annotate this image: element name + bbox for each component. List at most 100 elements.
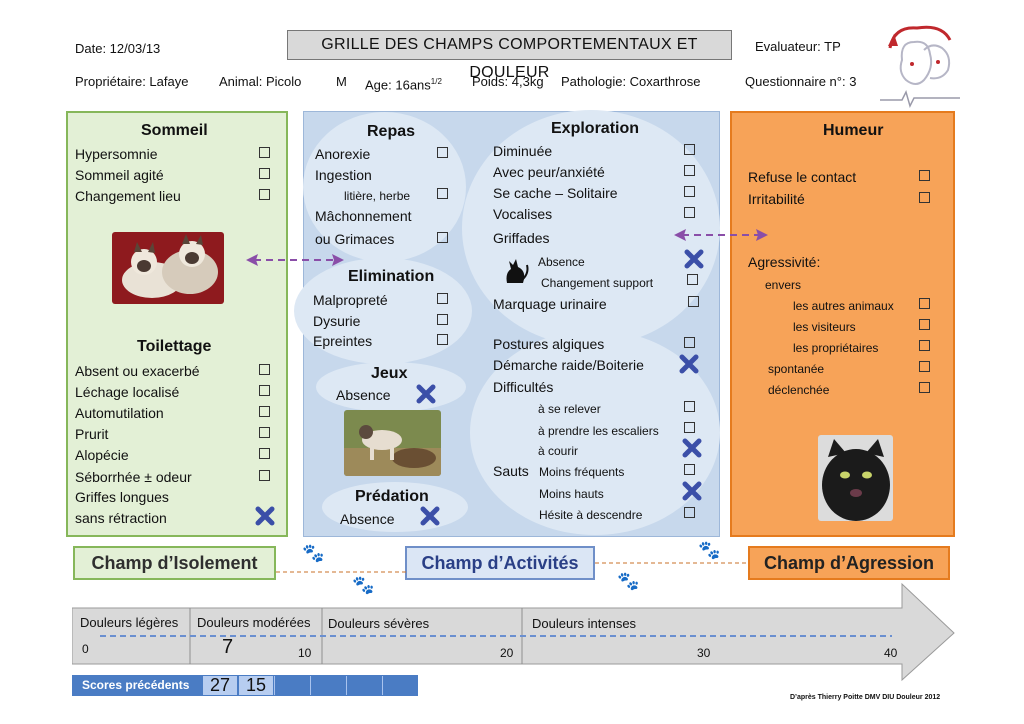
pain-scale-arrow: [72, 582, 955, 682]
exploration-item: Griffades: [493, 230, 550, 246]
cross-mark-icon[interactable]: [684, 249, 704, 269]
sommeil-item: Sommeil agité: [75, 167, 164, 183]
checkbox[interactable]: [919, 192, 930, 203]
sex: M: [336, 74, 347, 89]
exploration-item: Vocalises: [493, 206, 553, 222]
checkbox[interactable]: [259, 406, 270, 417]
sommeil-item: Changement lieu: [75, 188, 181, 204]
owner: Propriétaire: Lafaye: [75, 74, 189, 89]
age-fraction: 1/2: [430, 77, 442, 86]
cat-heart-logo: [880, 25, 960, 109]
elimination-item: Epreintes: [313, 333, 373, 349]
champ-activites-label: Champ d’Activités: [405, 546, 595, 580]
sommeil-heading: Sommeil: [141, 122, 208, 139]
declenchee-label: déclenchée: [768, 383, 830, 397]
toilettage-item: Léchage localisé: [75, 384, 180, 400]
score-cell: 15: [238, 675, 274, 696]
cross-mark-icon[interactable]: [682, 481, 702, 501]
checkbox[interactable]: [919, 361, 930, 372]
checkbox[interactable]: [259, 189, 270, 200]
posture-item: Sauts: [493, 463, 529, 479]
checkbox[interactable]: [259, 470, 270, 481]
target-item: les autres animaux: [793, 299, 894, 313]
paw-print-icon: 🐾: [698, 540, 721, 560]
toilettage-item: Alopécie: [75, 447, 129, 463]
repas-item: Ingestion: [315, 167, 372, 183]
checkbox[interactable]: [919, 340, 930, 351]
checkbox[interactable]: [259, 427, 270, 438]
animal: Animal: Picolo: [219, 74, 302, 89]
exploration-heading: Exploration: [551, 120, 640, 137]
cross-mark-icon[interactable]: [255, 506, 275, 526]
score-cell-empty: [382, 676, 419, 695]
checkbox[interactable]: [259, 147, 270, 158]
champ-isolement-label: Champ d’Isolement: [73, 546, 276, 580]
checkbox[interactable]: [437, 314, 448, 325]
checkbox[interactable]: [684, 144, 695, 155]
scores-label: Scores précédents: [82, 678, 190, 692]
repas-item: Mâchonnement: [315, 208, 412, 224]
predation-bubble: [322, 482, 468, 532]
checkbox[interactable]: [259, 448, 270, 459]
exploration-item: Avec peur/anxiété: [493, 164, 605, 180]
checkbox[interactable]: [437, 188, 448, 199]
toilettage-item: Séborrhée ± odeur: [75, 469, 192, 485]
checkbox[interactable]: [437, 293, 448, 304]
checkbox[interactable]: [259, 385, 270, 396]
postures-bubble: [470, 330, 720, 535]
checkbox[interactable]: [437, 334, 448, 345]
sleeping-cats-photo: [112, 232, 224, 304]
scale-tick: 0: [82, 642, 89, 656]
connector-line: [595, 562, 748, 564]
checkbox[interactable]: [684, 337, 695, 348]
checkbox[interactable]: [919, 382, 930, 393]
scale-label: Douleurs sévères: [328, 616, 430, 631]
age: Age: 16ans1/2: [365, 74, 442, 93]
connector-line: [276, 571, 406, 573]
pathology: Pathologie: Coxarthrose: [561, 74, 701, 89]
checkbox[interactable]: [919, 319, 930, 330]
exploration-item: Se cache – Solitaire: [493, 185, 618, 201]
page-title: GRILLE DES CHAMPS COMPORTEMENTAUX ET DOU…: [287, 30, 732, 81]
posture-item: Postures algiques: [493, 336, 605, 352]
checkbox[interactable]: [437, 232, 448, 243]
weight: Poids: 4,3kg: [472, 74, 544, 89]
posture-item: à courir: [538, 444, 579, 458]
checkbox[interactable]: [684, 186, 695, 197]
cross-mark-icon[interactable]: [682, 438, 702, 458]
checkbox[interactable]: [687, 274, 698, 285]
exploration-item: Changement support: [541, 276, 654, 290]
checkbox[interactable]: [684, 401, 695, 412]
cross-mark-icon[interactable]: [416, 384, 436, 404]
checkbox[interactable]: [688, 296, 699, 307]
elimination-item: Dysurie: [313, 313, 361, 329]
scale-label: Douleurs modérées: [197, 615, 311, 630]
jeux-bubble: [316, 362, 466, 412]
checkbox[interactable]: [684, 207, 695, 218]
checkbox[interactable]: [684, 165, 695, 176]
cross-mark-icon[interactable]: [679, 354, 699, 374]
posture-item: Hésite à descendre: [539, 508, 643, 522]
checkbox[interactable]: [684, 464, 695, 475]
posture-item: Moins hauts: [539, 487, 604, 501]
black-cat-photo: [818, 435, 893, 521]
checkbox[interactable]: [437, 147, 448, 158]
checkbox[interactable]: [919, 170, 930, 181]
date: Date: 12/03/13: [75, 41, 161, 56]
checkbox[interactable]: [684, 507, 695, 518]
checkbox[interactable]: [684, 422, 695, 433]
black-cat-icon: [506, 259, 529, 283]
checkbox[interactable]: [259, 364, 270, 375]
cross-mark-icon[interactable]: [420, 506, 440, 526]
paw-print-icon: 🐾: [617, 571, 640, 591]
toilettage-item: sans rétraction: [75, 510, 167, 526]
posture-item: Démarche raide/Boiterie: [493, 357, 644, 373]
toilettage-item: Griffes longues: [75, 489, 169, 505]
exploration-item: Marquage urinaire: [493, 296, 607, 312]
toilettage-item: Absent ou exacerbé: [75, 363, 200, 379]
checkbox[interactable]: [259, 168, 270, 179]
predation-heading: Prédation: [355, 488, 429, 505]
right-double-arrow: [674, 229, 768, 241]
checkbox[interactable]: [919, 298, 930, 309]
elimination-bubble: [294, 258, 472, 364]
